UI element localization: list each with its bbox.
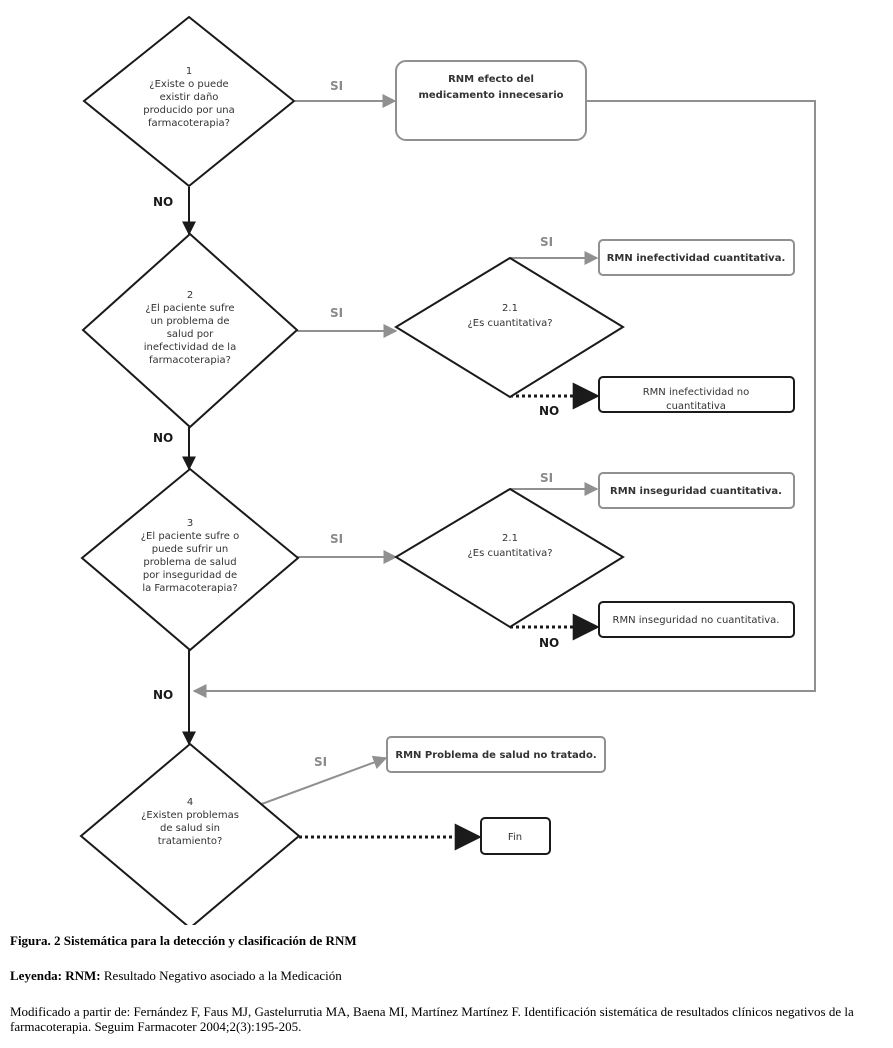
node-text-line: RMN inseguridad cuantitativa.	[610, 486, 782, 497]
label-si-4: SI	[314, 755, 327, 769]
decision-3-text: 3 ¿El paciente sufre o puede sufrir un prob…	[141, 518, 240, 594]
label-no-1: NO	[153, 195, 173, 209]
node-text-line: existir daño	[160, 92, 219, 103]
node-text-line: 1	[186, 66, 192, 77]
node-text-line: 2	[187, 290, 193, 301]
result-r4-text: RMN Problema de salud no tratado.	[395, 750, 596, 761]
label-no-2: NO	[153, 431, 173, 445]
node-text-line: tratamiento?	[158, 836, 223, 847]
label-si-3-1: SI	[540, 471, 553, 485]
node-text-line: 2.1	[502, 303, 518, 314]
result-r3a-text: RMN inseguridad cuantitativa.	[610, 486, 782, 497]
label-no-2-1: NO	[539, 404, 559, 418]
decision-3-diamond	[80, 467, 300, 652]
legend-label: Leyenda: RNM:	[10, 968, 101, 983]
node-text-line: la Farmacoterapia?	[142, 583, 237, 594]
flowchart: SI NO SI SI NO NO SI SI NO NO SI 1 ¿Exist…	[79, 15, 816, 925]
node-text-line: farmacoterapia?	[149, 355, 231, 366]
node-text-line: 2.1	[502, 533, 518, 544]
node-text-line: RNM efecto del	[448, 74, 534, 85]
decision-1-text: 1 ¿Existe o puede existir daño producido po…	[143, 66, 235, 129]
node-text-line: ¿Es cuantitativa?	[467, 548, 552, 559]
node-text-line: un problema de	[150, 316, 229, 327]
result-r3b-box	[598, 601, 795, 638]
node-text-line: 4	[187, 797, 193, 808]
decision-4-diamond	[79, 742, 301, 925]
node-text-line: por inseguridad de	[143, 570, 237, 581]
label-si-1: SI	[330, 79, 343, 93]
node-text-line: ¿Existe o puede	[149, 79, 228, 90]
node-text-line: cuantitativa	[666, 401, 726, 412]
node-text-line: ¿Es cuantitativa?	[467, 318, 552, 329]
edge-q4-si	[258, 755, 388, 806]
label-si-2-1: SI	[540, 235, 553, 249]
node-text-line: RMN inefectividad cuantitativa.	[607, 253, 786, 264]
node-text-line: 3	[187, 518, 193, 529]
result-r4-box	[386, 736, 606, 773]
result-r1-box	[395, 60, 587, 141]
label-no-3: NO	[153, 688, 173, 702]
decision-4-text: 4 ¿Existen problemas de salud sin tratamien…	[141, 797, 239, 847]
figure-legend: Leyenda: RNM: Resultado Negativo asociad…	[10, 968, 342, 984]
decision-3-1-text: 2.1 ¿Es cuantitativa?	[467, 533, 552, 559]
node-text-line: ¿Existen problemas	[141, 810, 239, 821]
node-text-line: RMN inefectividad no	[643, 387, 750, 398]
node-text-line: Fin	[508, 832, 522, 843]
node-text-line: RMN inseguridad no cuantitativa.	[613, 615, 780, 626]
result-r2a-text: RMN inefectividad cuantitativa.	[607, 253, 786, 264]
result-r2a-box	[598, 239, 795, 276]
node-text-line: inefectividad de la	[144, 342, 236, 353]
result-r1-text: RNM efecto del medicamento innecesario	[418, 74, 563, 101]
figure-source: Modificado a partir de: Fernández F, Fau…	[10, 1004, 854, 1034]
decision-2-1-diamond	[394, 256, 625, 399]
end-fin-box	[480, 817, 551, 855]
label-no-3-1: NO	[539, 636, 559, 650]
decision-2-text: 2 ¿El paciente sufre un problema de salud p…	[144, 290, 236, 366]
node-text-line: problema de salud	[143, 557, 236, 568]
node-text-line: ¿El paciente sufre o	[141, 531, 240, 542]
node-text-line: de salud sin	[160, 823, 220, 834]
figure-title: Figura. 2 Sistemática para la detección …	[10, 933, 357, 948]
result-r3a-box	[598, 472, 795, 509]
result-r3b-text: RMN inseguridad no cuantitativa.	[613, 615, 780, 626]
decision-2-diamond	[81, 232, 299, 429]
node-text-line: producido por una	[143, 105, 235, 116]
decision-3-1-diamond	[394, 487, 625, 629]
node-text-line: salud por	[167, 329, 214, 340]
node-text-line: RMN Problema de salud no tratado.	[395, 750, 596, 761]
label-si-2: SI	[330, 306, 343, 320]
result-r2b-text: RMN inefectividad no cuantitativa	[643, 387, 750, 412]
result-r2b-box	[598, 376, 795, 413]
node-text-line: farmacoterapia?	[148, 118, 230, 129]
legend-text: Resultado Negativo asociado a la Medicac…	[100, 968, 342, 983]
node-text-line: puede sufrir un	[152, 544, 228, 555]
node-text-line: ¿El paciente sufre	[145, 303, 234, 314]
label-si-3: SI	[330, 532, 343, 546]
end-fin-text: Fin	[508, 832, 522, 843]
edge-r1-loop	[192, 100, 816, 698]
decision-1-diamond	[82, 15, 296, 188]
node-text-line: medicamento innecesario	[418, 90, 563, 101]
decision-2-1-text: 2.1 ¿Es cuantitativa?	[467, 303, 552, 329]
